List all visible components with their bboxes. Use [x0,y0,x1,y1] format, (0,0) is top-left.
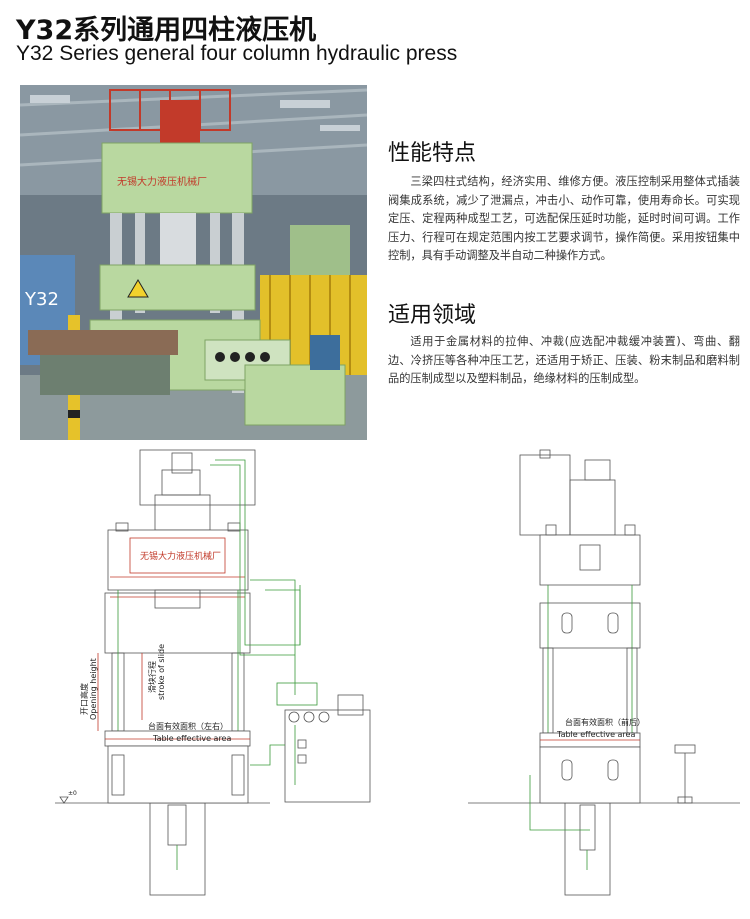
applications-heading: 适用领域 [388,303,477,328]
front-view-drawing [55,449,371,896]
svg-text:Y32: Y32 [24,289,59,310]
front-table-area-en: Table effective area [152,734,231,743]
stroke-cn: 滑块行程 [147,661,157,693]
opening-height-en: Opening height [89,658,98,720]
side-table-area-cn: 台面有效面积（前后） [565,717,645,727]
front-table-area-cn: 台面有效面积（左右） [148,721,228,731]
title-cn: Y32系列通用四柱液压机 [16,15,317,46]
features-heading: 性能特点 [388,141,477,166]
opening-height-cn: 开口高度 [79,683,89,715]
floor-mark: ±0 [68,790,77,797]
photo-machine-plate: 无锡大力液压机械厂 [117,175,207,188]
applications-body: 适用于金属材料的拉伸、冲裁(应选配冲裁缓冲装置)、弯曲、翻边、冷挤压等各种冲压工… [388,335,740,385]
features-body: 三梁四柱式结构，经济实用、维修方便。液压控制采用整体式插装阀集成系统，减少了泄漏… [388,175,740,262]
press-photo: Y32 无锡大力液压机械厂 [20,85,367,440]
stroke-en: stroke of slide [157,644,166,700]
side-table-area-en: Table effective area [556,730,635,739]
technical-drawings: 无锡大力液压机械厂 开口高度 Opening height 滑块行程 strok… [55,449,740,896]
front-plate-text: 无锡大力液压机械厂 [140,550,221,562]
title-en: Y32 Series general four column hydraulic… [16,42,458,65]
side-view-drawing [468,449,740,896]
